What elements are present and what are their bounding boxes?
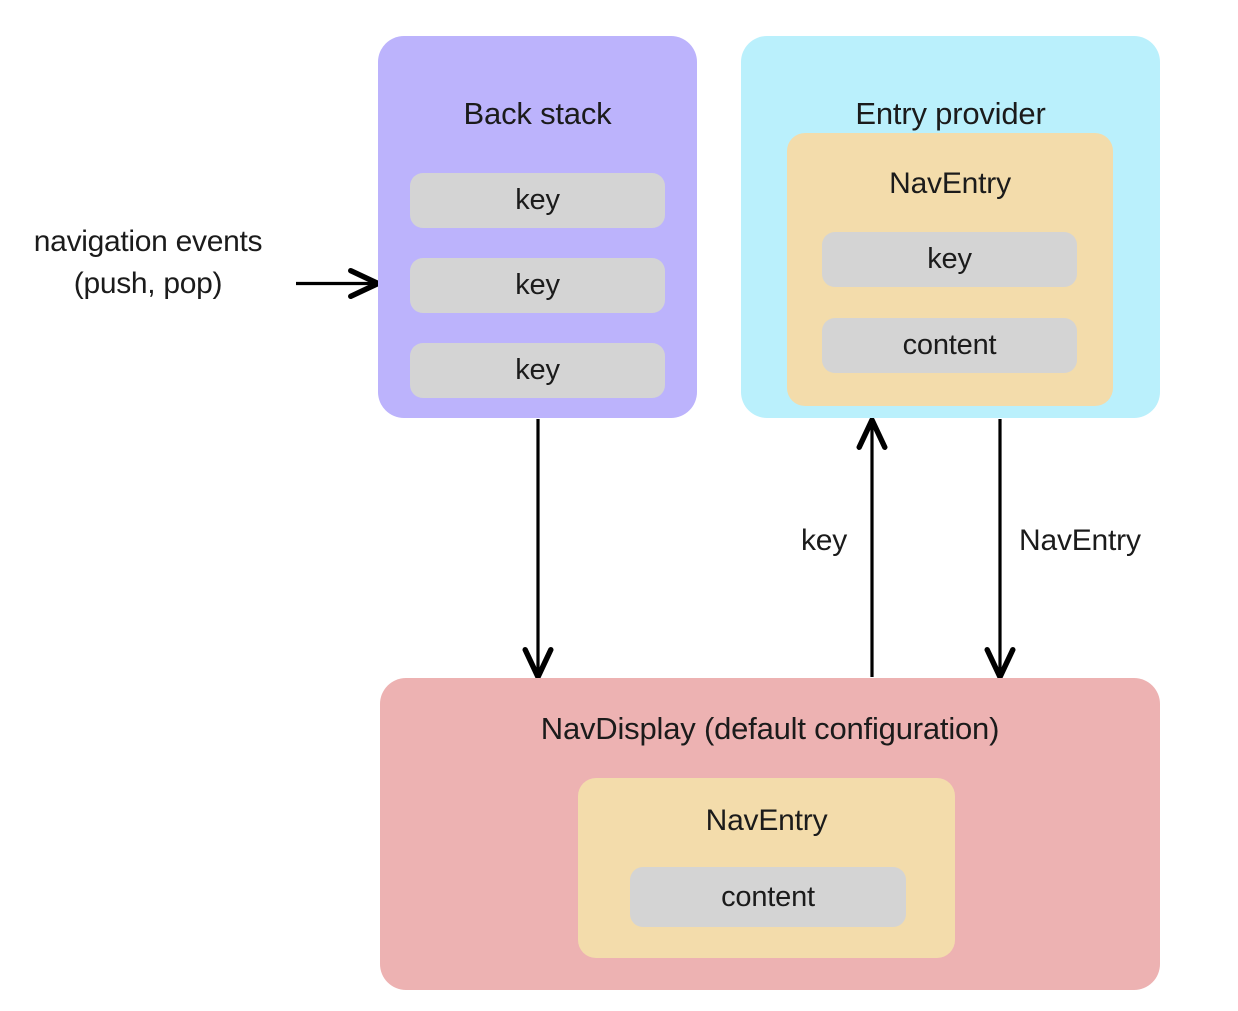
entry-provider-nav-entry-key-label: key (927, 243, 972, 275)
nav-display-group[interactable]: NavDisplay (default configuration) NavEn… (380, 678, 1160, 990)
nav-display-nav-entry[interactable]: NavEntry content (578, 778, 955, 958)
nav-display-nav-entry-title: NavEntry (705, 804, 828, 837)
nav-display-title: NavDisplay (default configuration) (540, 711, 1000, 746)
back-stack-key-1[interactable]: key (410, 258, 665, 313)
back-stack-key-2-label: key (515, 354, 560, 386)
entry-provider-nav-entry-key[interactable]: key (822, 232, 1077, 287)
back-stack-group[interactable]: Back stack key key key (378, 36, 697, 418)
back-stack-key-0[interactable]: key (410, 173, 665, 228)
navigation-events-label: navigation events (push, pop) (33, 225, 263, 300)
nav-display-nav-entry-content[interactable]: content (630, 867, 906, 927)
edge-label-nav-entry: NavEntry (1019, 524, 1141, 557)
back-stack-key-0-label: key (515, 184, 560, 216)
back-stack-title: Back stack (463, 96, 612, 131)
entry-provider-title: Entry provider (855, 96, 1046, 131)
entry-provider-nav-entry-content-label: content (902, 329, 997, 361)
back-stack-key-1-label: key (515, 269, 560, 301)
nav-display-nav-entry-content-label: content (721, 880, 815, 913)
entry-provider-nav-entry[interactable]: NavEntry key content (787, 133, 1113, 406)
entry-provider-nav-entry-title: NavEntry (889, 167, 1011, 200)
entry-provider-group[interactable]: Entry provider NavEntry key content (741, 36, 1160, 418)
entry-provider-nav-entry-content[interactable]: content (822, 318, 1077, 373)
edge-label-key: key (801, 524, 848, 557)
back-stack-key-2[interactable]: key (410, 343, 665, 398)
